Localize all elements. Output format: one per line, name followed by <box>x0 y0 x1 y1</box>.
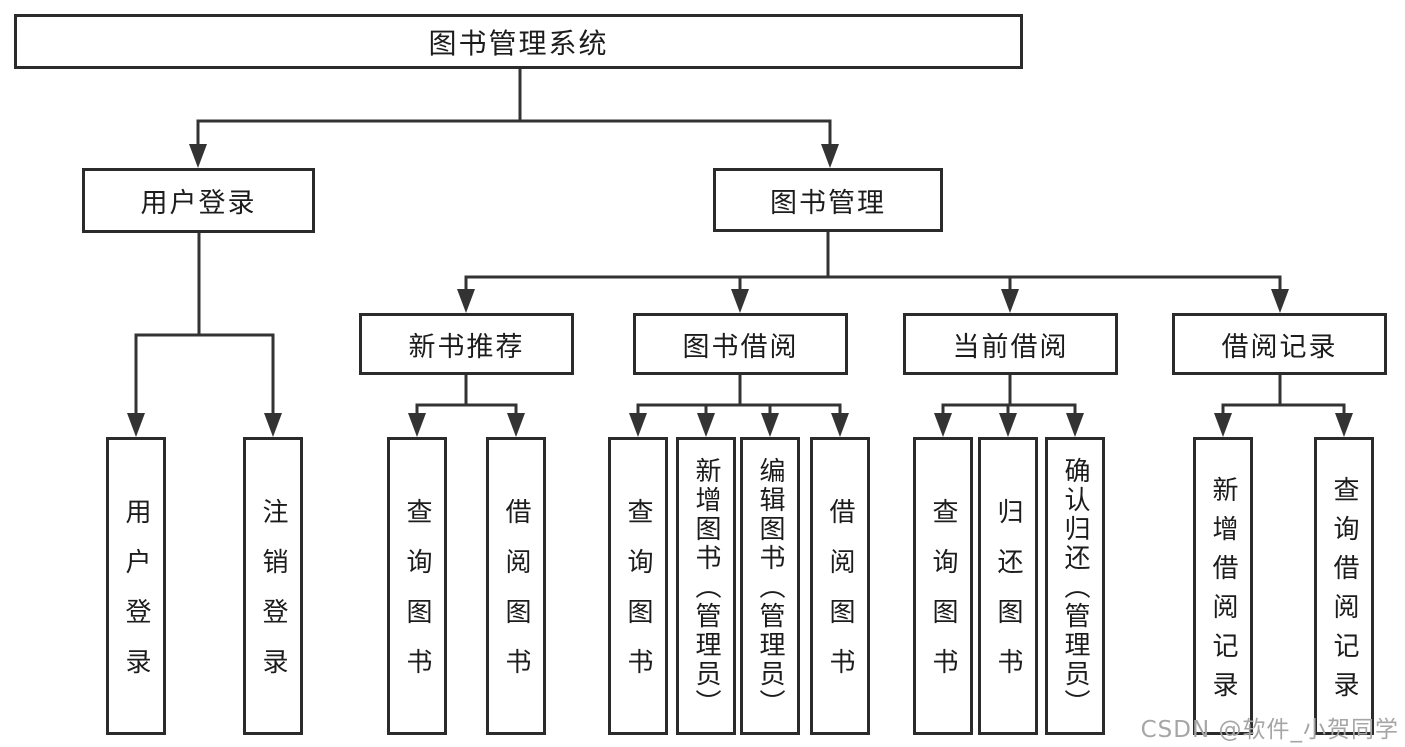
leaf-query-books-current: 查询图书 <box>913 437 973 735</box>
leaf-label: 注销登录 <box>258 498 288 698</box>
watermark: CSDN @软件_小贺同学 <box>1140 717 1399 743</box>
leaf-label: 查询图书 <box>623 498 653 698</box>
leaf-label: 查询图书 <box>928 498 958 698</box>
node-current-borrowing: 当前借阅 <box>903 313 1118 375</box>
leaf-confirm-return-admin: 确认归还（管理员） <box>1045 437 1105 735</box>
node-borrowing-records: 借阅记录 <box>1172 313 1387 375</box>
leaf-label: 归还图书 <box>993 498 1023 698</box>
leaf-add-books-admin: 新增图书（管理员） <box>676 437 736 735</box>
node-user-login: 用户登录 <box>82 168 315 233</box>
leaf-edit-books-admin: 编辑图书（管理员） <box>740 437 800 735</box>
leaf-label: 查询借阅记录 <box>1329 475 1359 710</box>
leaf-label: 新增借阅记录 <box>1208 475 1238 710</box>
leaf-label: 借阅图书 <box>825 498 855 698</box>
node-book-borrowing: 图书借阅 <box>633 313 848 375</box>
leaf-label: 确认归还（管理员） <box>1060 457 1090 718</box>
leaf-borrow-books-borrowing: 借阅图书 <box>810 437 870 735</box>
leaf-label: 编辑图书（管理员） <box>755 457 785 718</box>
leaf-label: 新增图书（管理员） <box>691 457 721 718</box>
node-book-management: 图书管理 <box>713 168 943 232</box>
leaf-query-books-recommend: 查询图书 <box>387 437 447 735</box>
leaf-query-borrow-record: 查询借阅记录 <box>1314 437 1374 735</box>
leaf-label: 用户登录 <box>121 498 151 698</box>
leaf-user-login: 用户登录 <box>106 437 166 735</box>
leaf-return-books: 归还图书 <box>978 437 1038 735</box>
leaf-logout: 注销登录 <box>243 437 303 735</box>
leaf-add-borrow-record: 新增借阅记录 <box>1193 437 1253 735</box>
leaf-borrow-books-recommend: 借阅图书 <box>486 437 546 735</box>
leaf-label: 查询图书 <box>402 498 432 698</box>
node-new-book-recommend: 新书推荐 <box>359 313 574 375</box>
leaf-label: 借阅图书 <box>501 498 531 698</box>
leaf-query-books-borrowing: 查询图书 <box>608 437 668 735</box>
node-library-management-system: 图书管理系统 <box>14 14 1023 69</box>
